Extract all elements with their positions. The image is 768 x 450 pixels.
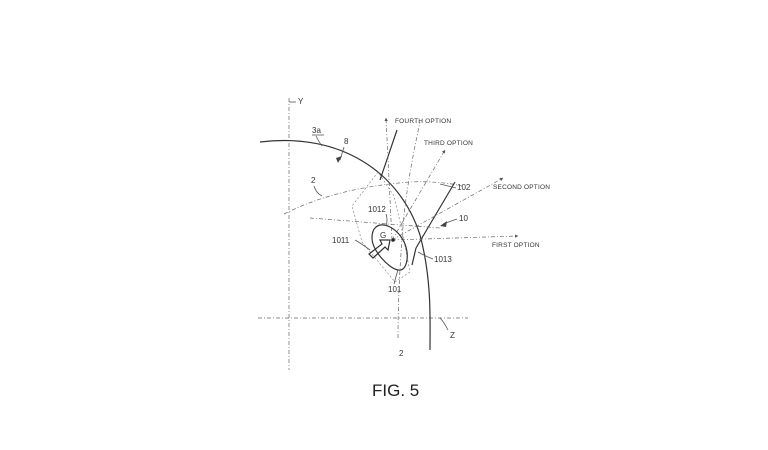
leader-101 [393, 269, 399, 285]
second-option-label: SECOND OPTION [493, 184, 550, 191]
line-102 [379, 129, 398, 181]
label-2-left: 2 [311, 176, 316, 185]
fourth-option-arrow [384, 117, 393, 241]
outer-arc [259, 140, 431, 351]
leader-1013 [417, 251, 434, 260]
fourth-option-label: FOURTH OPTION [395, 118, 451, 125]
line-10-lower [411, 247, 417, 266]
hollow-arrow [368, 239, 391, 259]
label-8: 8 [344, 137, 349, 146]
label-2-bottom: 2 [399, 349, 404, 358]
label-g: G [380, 231, 386, 240]
z-axis-label: Z [450, 331, 455, 340]
first-option-arrow [391, 234, 519, 241]
reference-line [309, 217, 441, 229]
label-1011: 1011 [332, 236, 350, 245]
third-option-arrow [391, 149, 446, 241]
line-10-right [415, 181, 456, 249]
leader-2-left [313, 185, 323, 197]
label-101: 101 [388, 285, 402, 294]
arrow-10 [440, 221, 447, 227]
leader-102 [439, 183, 457, 189]
label-102: 102 [457, 183, 471, 192]
y-axis-label: Y [298, 97, 304, 106]
centroid-dot [391, 238, 395, 242]
arrow-8 [336, 156, 342, 163]
label-10: 10 [459, 214, 468, 223]
third-option-label: THIRD OPTION [424, 140, 473, 147]
leader-1012 [385, 213, 388, 227]
label-1013: 1013 [434, 255, 452, 264]
figure-caption: FIG. 5 [372, 381, 419, 400]
dashed-region [351, 171, 411, 283]
z-leader [439, 317, 449, 331]
arc-2 [283, 181, 463, 215]
leader-1011 [354, 239, 371, 251]
first-option-label: FIRST OPTION [492, 242, 540, 249]
line-2-bottom [397, 121, 421, 339]
label-3a: 3a [312, 126, 321, 135]
label-1012: 1012 [368, 205, 386, 214]
second-option-arrow [391, 177, 504, 241]
leader-3a [315, 135, 323, 147]
